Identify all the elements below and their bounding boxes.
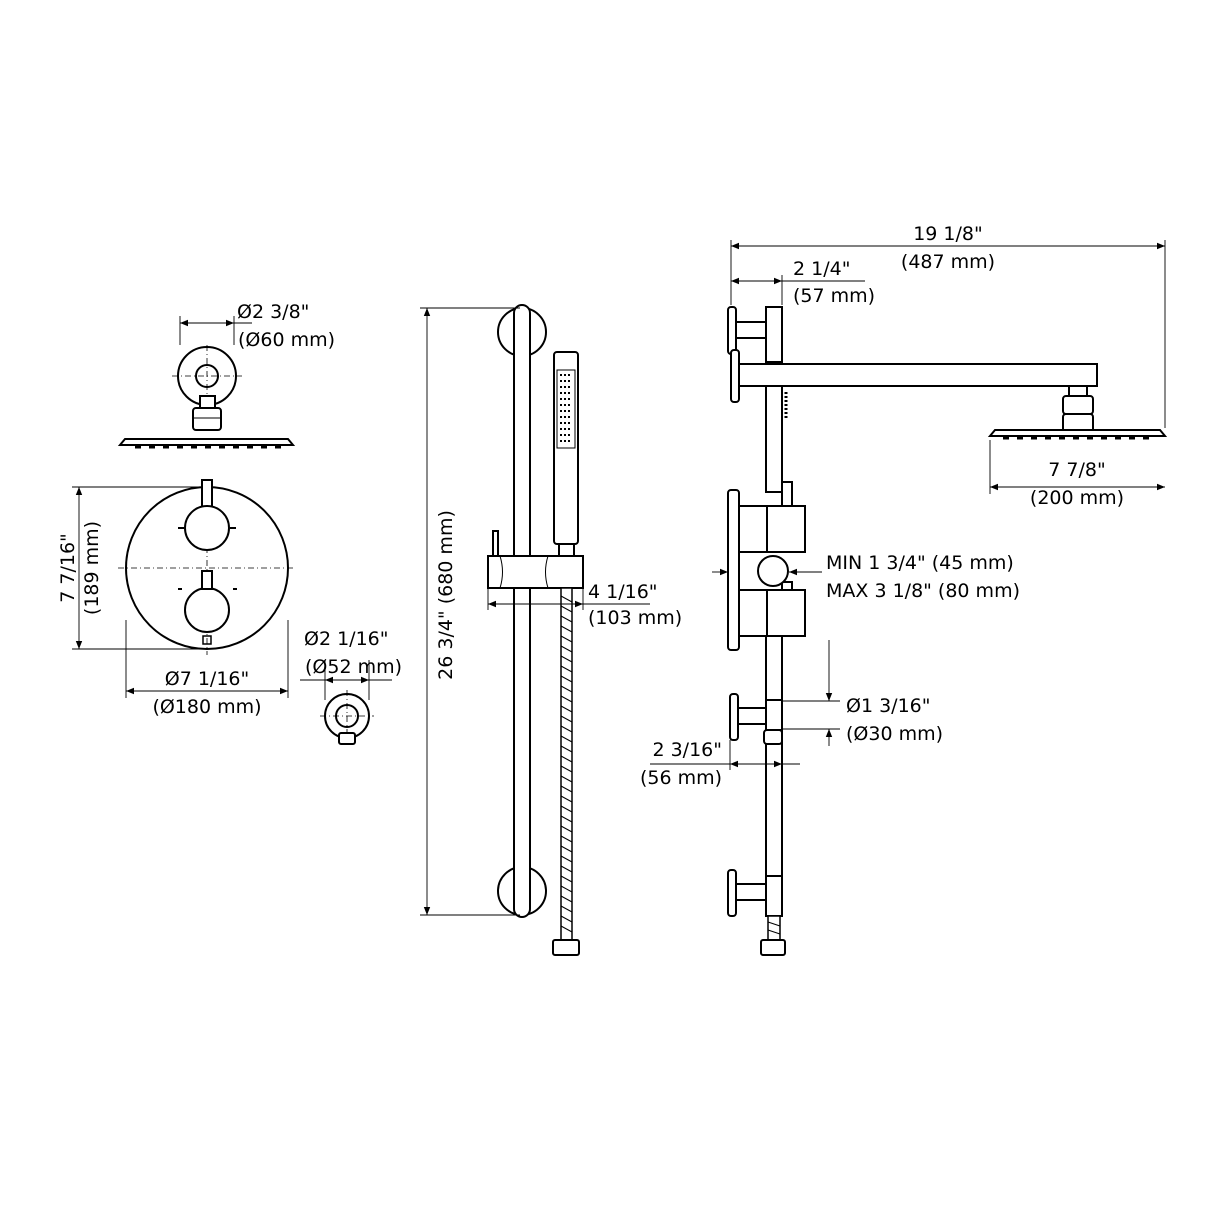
projection-metric: (487 mm) — [901, 251, 995, 273]
dim-valve-depth: MIN 1 3/4" (45 mm) MAX 3 1/8" (80 mm) — [712, 552, 1020, 602]
trim-diameter-metric: (Ø180 mm) — [152, 696, 261, 718]
dim-total-projection: 19 1/8" (487 mm) — [730, 223, 1166, 428]
trim-height-imperial: 7 7/16" — [57, 533, 79, 603]
dim-holder-depth: 4 1/16" (103 mm) — [487, 581, 682, 629]
trim-plate — [118, 479, 296, 655]
supply-elbow — [320, 690, 374, 745]
projection-imperial: 19 1/8" — [913, 223, 983, 245]
flange-diameter-imperial: Ø2 3/8" — [237, 301, 309, 323]
dim-elbow-diameter: Ø2 1/16" (Ø52 mm) — [300, 628, 402, 700]
dim-head-diameter: 7 7/8" (200 mm) — [989, 440, 1165, 509]
slide-bar-front-view — [487, 304, 584, 956]
side-view-assembly — [727, 306, 1168, 956]
holder-depth-metric: (103 mm) — [588, 607, 682, 629]
dim-bar-length: 26 3/4" (680 mm) — [420, 307, 520, 916]
arm-offset-metric: (57 mm) — [793, 285, 875, 307]
dim-bracket-diameter: Ø1 3/16" (Ø30 mm) — [782, 640, 943, 746]
bar-length-label: 26 3/4" (680 mm) — [435, 510, 457, 680]
dim-flange-diameter: Ø2 3/8" (Ø60 mm) — [179, 301, 335, 351]
arm-offset-imperial: 2 1/4" — [793, 258, 850, 280]
elbow-diameter-metric: (Ø52 mm) — [305, 656, 402, 678]
bracket-projection-metric: (56 mm) — [640, 767, 722, 789]
flange-diameter-metric: (Ø60 mm) — [238, 329, 335, 351]
shower-head-front-view — [117, 345, 296, 449]
dim-bracket-projection: 2 3/16" (56 mm) — [640, 739, 800, 789]
trim-diameter-imperial: Ø7 1/16" — [165, 668, 250, 690]
dim-trim-height: 7 7/16" (189 mm) — [57, 486, 200, 650]
bracket-diameter-imperial: Ø1 3/16" — [846, 695, 931, 717]
bracket-projection-imperial: 2 3/16" — [652, 739, 722, 761]
elbow-diameter-imperial: Ø2 1/16" — [304, 628, 389, 650]
head-diameter-metric: (200 mm) — [1030, 487, 1124, 509]
head-diameter-imperial: 7 7/8" — [1048, 459, 1105, 481]
valve-depth-min: MIN 1 3/4" (45 mm) — [826, 552, 1014, 574]
trim-height-metric: (189 mm) — [81, 521, 103, 615]
valve-depth-max: MAX 3 1/8" (80 mm) — [826, 580, 1020, 602]
holder-depth-imperial: 4 1/16" — [588, 581, 658, 603]
bracket-diameter-metric: (Ø30 mm) — [846, 723, 943, 745]
dim-trim-diameter: Ø7 1/16" (Ø180 mm) — [125, 620, 289, 718]
dim-arm-offset: 2 1/4" (57 mm) — [731, 258, 875, 307]
